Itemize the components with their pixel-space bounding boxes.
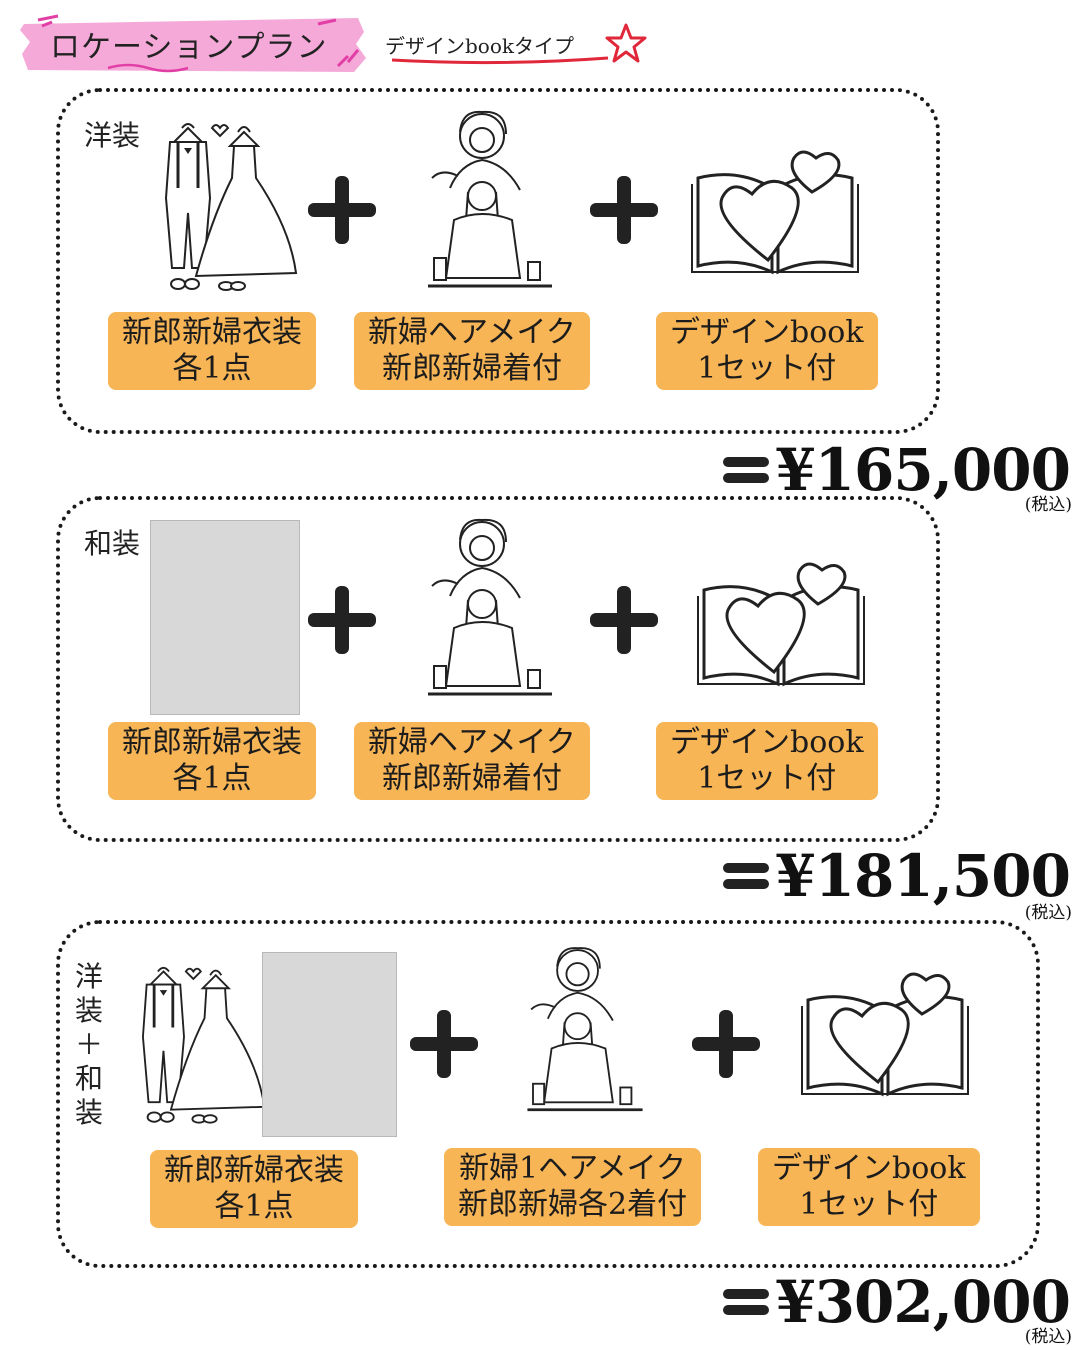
header-ribbon [18,14,368,76]
star-icon [605,22,647,68]
plus-icon [306,174,378,246]
tax-note: (税込) [1024,1327,1072,1347]
equals-icon [721,1285,771,1319]
hair-makeup-icon [420,108,560,303]
hair-makeup-icon [420,516,560,711]
costume-tag: 新郎新婦衣装各1点 [108,722,316,800]
hair-makeup-tag: 新婦ヘアメイク新郎新婦着付 [354,722,590,800]
plus-icon [588,584,660,656]
plus-icon [306,584,378,656]
western-wedding-attire-icon [150,118,300,303]
plan-combined-label: 洋 装 ＋ 和 装 [74,960,103,1129]
japanese-wedding-attire-icon [262,952,397,1137]
western-wedding-attire-icon [128,956,268,1141]
plan-combined-price: ¥302,000 [721,1268,1071,1336]
hair-makeup-tag: 新婦1ヘアメイク新郎新婦各2着付 [444,1148,702,1226]
costume-tag: 新郎新婦衣装各1点 [108,312,316,390]
price-value: ¥165,000 [775,436,1071,504]
tax-note: (税込) [1024,903,1072,923]
plan-western-label: 洋装 [84,119,141,152]
plan-combined-box [56,920,1040,1268]
hair-makeup-tag: 新婦ヘアメイク新郎新婦着付 [354,312,590,390]
hair-makeup-icon [520,940,650,1130]
equals-icon [721,859,771,893]
heart-book-icon [696,560,866,690]
heart-book-icon [690,148,860,278]
plus-icon [690,1008,762,1080]
page-subtitle: デザインbookタイプ [385,34,575,58]
subtitle-underline [380,42,650,76]
plus-icon [588,174,660,246]
japanese-wedding-attire-icon [150,520,300,715]
heart-book-icon [800,970,970,1100]
plan-japanese-price: ¥181,500 [721,842,1071,910]
price-value: ¥302,000 [775,1268,1071,1336]
plus-icon [408,1008,480,1080]
plan-japanese-box [56,496,940,842]
costume-tag: 新郎新婦衣装各1点 [150,1150,358,1228]
plan-western-price: ¥165,000 [721,436,1071,504]
tax-note: (税込) [1024,495,1072,515]
price-value: ¥181,500 [775,842,1071,910]
equals-icon [721,453,771,487]
plan-japanese-label: 和装 [84,527,141,560]
page-title: ロケーションプラン [50,30,328,65]
plan-western-box [56,88,940,434]
